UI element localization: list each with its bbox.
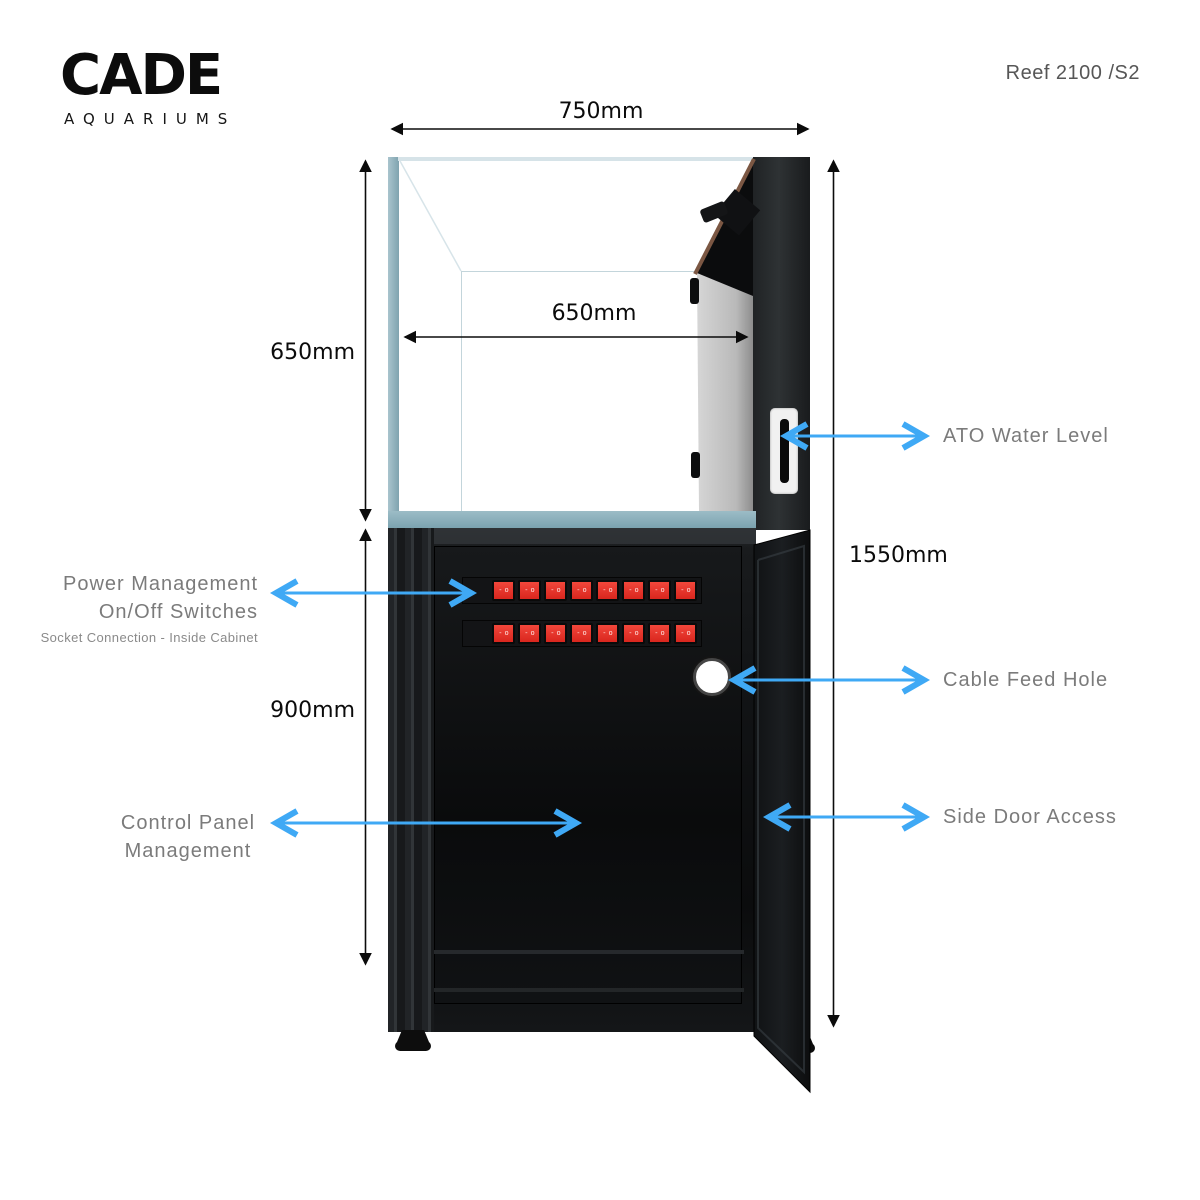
dim-label-tank-height: 650mm [270, 340, 355, 365]
switch-strip: -o-o-o-o-o-o-o-o [462, 620, 702, 647]
rocker-switch: -o [622, 580, 645, 601]
rocker-switch: -o [544, 623, 567, 644]
rocker-switch: -o [570, 580, 593, 601]
tank-perspective-line [399, 160, 462, 272]
panel-clip [690, 278, 699, 304]
rocker-switch: -o [674, 580, 697, 601]
rocker-switch: -o [492, 580, 515, 601]
panel-clip [691, 452, 700, 478]
rocker-switch: -o [492, 623, 515, 644]
dim-label-total-height: 1550mm [849, 543, 948, 568]
tank-glass-left-edge [388, 157, 399, 513]
pump-nozzle [700, 201, 728, 223]
cabinet-top-rail [388, 528, 756, 544]
tank-back-corner-line [461, 271, 462, 512]
callout-control: Control Panel Management [88, 809, 288, 865]
dim-label-top-width: 750mm [558, 99, 644, 124]
callout-control-line2: Management [124, 840, 252, 862]
callout-cable: Cable Feed Hole [943, 669, 1109, 691]
rocker-switch: -o [518, 580, 541, 601]
brand-logo-subtitle: AQUARIUMS [64, 110, 237, 128]
callout-power-line2: On/Off Switches [98, 601, 258, 623]
pump-silhouette [713, 189, 761, 236]
callout-power: Power Management On/Off Switches Socket … [0, 570, 258, 650]
rocker-switch: -o [674, 623, 697, 644]
rocker-switch: -o [544, 580, 567, 601]
rocker-switch: -o [518, 623, 541, 644]
switch-strip: -o-o-o-o-o-o-o-o [462, 577, 702, 604]
rocker-switch: -o [596, 623, 619, 644]
callout-control-line1: Control Panel [120, 812, 256, 834]
dim-label-inner-width: 650mm [551, 301, 637, 326]
cabinet-foot-left [397, 1030, 429, 1042]
tank-bottom-rim [388, 511, 756, 528]
dim-label-cabinet-height: 900mm [270, 698, 355, 723]
rocker-switch: -o [648, 580, 671, 601]
rocker-switch: -o [648, 623, 671, 644]
tank-glass-top-edge [398, 157, 755, 161]
rocker-switch: -o [622, 623, 645, 644]
side-door-inner-frame [757, 544, 805, 1075]
cabinet-foot-left-base [395, 1041, 431, 1051]
callout-power-line1: Power Management [63, 573, 258, 595]
cabinet-bottom-rail [434, 988, 744, 992]
callout-ato: ATO Water Level [943, 425, 1109, 447]
rocker-switch: -o [570, 623, 593, 644]
callout-side-door: Side Door Access [943, 806, 1117, 828]
tank-back-bottom-line [461, 271, 697, 272]
model-name: Reef 2100 /S2 [1005, 62, 1140, 84]
brand-logo: CADE [60, 43, 223, 108]
callout-power-note: Socket Connection - Inside Cabinet [40, 630, 258, 645]
cabinet-left-frame [388, 528, 434, 1032]
rocker-switch: -o [596, 580, 619, 601]
ato-level-slot [780, 419, 789, 483]
cabinet-bottom-rail [434, 950, 744, 954]
